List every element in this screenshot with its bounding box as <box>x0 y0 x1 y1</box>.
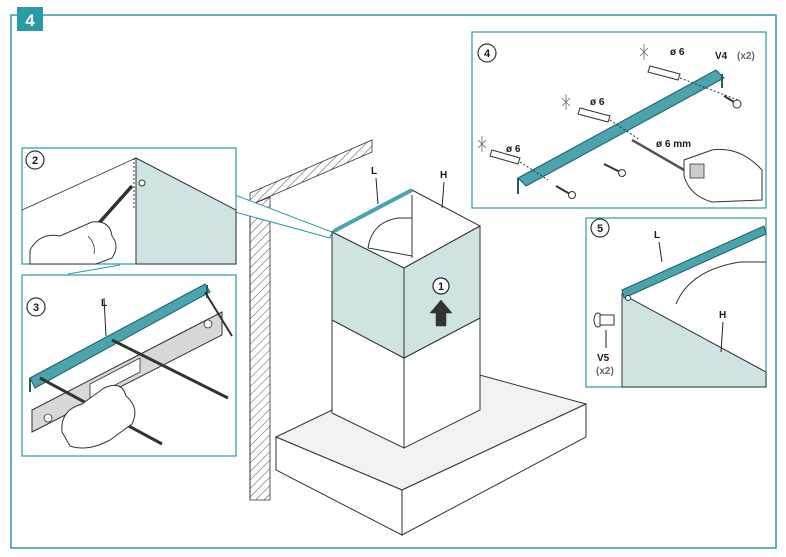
wall-plug-2 <box>577 107 611 123</box>
up-arrow-icon <box>429 299 453 327</box>
bracket-panel-4 <box>517 69 725 187</box>
panel-4-dia-1: ø 6 <box>506 144 521 155</box>
panel-2-number: 2 <box>32 155 38 167</box>
hood-scene: L H 1 <box>249 139 588 536</box>
bracket-panel-5 <box>621 225 767 299</box>
wall-plug-3 <box>647 65 681 81</box>
panel-4-drill-size: ø 6 mm <box>656 139 691 150</box>
wall-plug-1 <box>489 149 521 165</box>
panel-4-screw-label: V4 <box>715 51 728 62</box>
panel-4: 4 ø 6 ø 6 <box>471 31 767 209</box>
panel-4-number: 4 <box>484 48 491 60</box>
panel-4-dia-3: ø 6 <box>670 47 685 58</box>
motor-cylinder <box>367 217 413 257</box>
panel-5-number: 5 <box>597 223 603 235</box>
panel-5-screw-qty: (x2) <box>596 366 614 377</box>
hand-icon-panel-3 <box>61 384 136 449</box>
panel-5: 5 L H V5 (x2) <box>585 217 767 388</box>
panel-2-wall <box>135 157 237 265</box>
screw-v5-icon <box>593 312 615 328</box>
panel-4-screw-qty: (x2) <box>737 51 755 62</box>
panel-5-label-h: H <box>719 310 726 321</box>
drill-icon <box>631 138 763 203</box>
panel-2: 2 <box>21 147 237 265</box>
wall-side-hatch <box>249 196 271 501</box>
step-badge <box>17 7 43 31</box>
bracket-l-main <box>333 188 413 233</box>
arrow-step-circle <box>432 277 450 295</box>
wall-top-hatch <box>249 139 373 206</box>
canopy-side <box>401 403 587 536</box>
step-number: 4 <box>25 11 35 30</box>
panel-3: L 3 <box>21 274 237 457</box>
panel-3-number: 3 <box>33 302 39 314</box>
hood-label-h: H <box>440 170 447 181</box>
screw-icon <box>555 95 742 199</box>
outer-frame <box>10 14 777 549</box>
panel-3-label-l: L <box>101 298 107 309</box>
arrow-step-number: 1 <box>438 281 444 293</box>
panel-4-dia-2: ø 6 <box>590 97 605 108</box>
panel-5-screw-label: V5 <box>597 353 610 364</box>
panel-5-label-l: L <box>654 230 660 241</box>
hood-label-l: L <box>371 166 377 177</box>
bracket-l-panel-3 <box>29 283 211 389</box>
